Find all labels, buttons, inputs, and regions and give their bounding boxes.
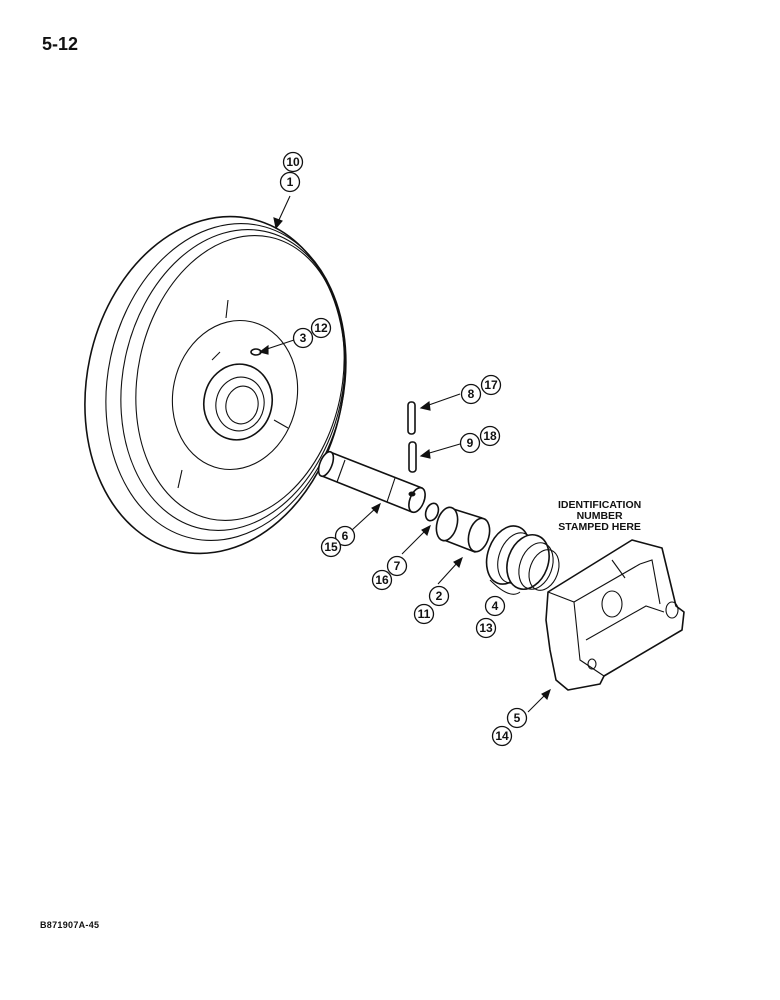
svg-text:11: 11: [418, 607, 431, 621]
callout-17: 17: [480, 374, 502, 396]
svg-text:14: 14: [495, 729, 509, 743]
identification-number-note: IDENTIFICATION NUMBER STAMPED HERE: [558, 500, 641, 533]
callout-10: 10: [282, 151, 304, 173]
svg-text:2: 2: [436, 589, 443, 603]
callout-18: 18: [479, 425, 501, 447]
callout-14: 14: [491, 725, 513, 747]
callout-8: 8: [460, 383, 482, 405]
callout-6: 6: [334, 525, 356, 547]
callout-13: 13: [475, 617, 497, 639]
svg-text:9: 9: [467, 436, 474, 450]
callout-5: 5: [506, 707, 528, 729]
callout-2: 2: [428, 585, 450, 607]
svg-text:16: 16: [375, 573, 389, 587]
callout-16: 16: [371, 569, 393, 591]
svg-text:8: 8: [468, 387, 475, 401]
mounting-bracket: [545, 539, 685, 691]
callout-1: 1: [279, 171, 301, 193]
svg-text:10: 10: [286, 155, 300, 169]
callout-11: 11: [413, 603, 435, 625]
svg-text:3: 3: [300, 331, 307, 345]
svg-text:6: 6: [342, 529, 349, 543]
callout-7: 7: [386, 555, 408, 577]
note-line-1: IDENTIFICATION: [558, 499, 642, 511]
callout-9: 9: [459, 432, 481, 454]
svg-text:17: 17: [484, 378, 498, 392]
note-line-2: NUMBER: [576, 510, 623, 522]
svg-text:7: 7: [394, 559, 401, 573]
callout-3: 3: [292, 327, 314, 349]
seal-assembly: [485, 525, 560, 595]
idler-wheel: [84, 215, 347, 555]
figure-code: B871907A-45: [40, 920, 100, 930]
svg-text:18: 18: [483, 429, 497, 443]
svg-text:15: 15: [324, 540, 338, 554]
pin-upper: [407, 401, 416, 435]
svg-text:4: 4: [492, 599, 499, 613]
svg-text:5: 5: [514, 711, 521, 725]
page-number: 5-12: [42, 34, 79, 54]
callout-12: 12: [310, 317, 332, 339]
svg-text:1: 1: [287, 175, 294, 189]
pin-lower: [408, 441, 417, 473]
note-line-3: STAMPED HERE: [558, 521, 641, 533]
callout-4: 4: [484, 595, 506, 617]
svg-text:12: 12: [314, 321, 328, 335]
shaft: [317, 450, 426, 514]
leader-lines: [258, 195, 626, 713]
callout-15: 15: [320, 536, 342, 558]
o-ring: [424, 502, 440, 522]
svg-text:13: 13: [479, 621, 493, 635]
bushing: [435, 506, 491, 553]
